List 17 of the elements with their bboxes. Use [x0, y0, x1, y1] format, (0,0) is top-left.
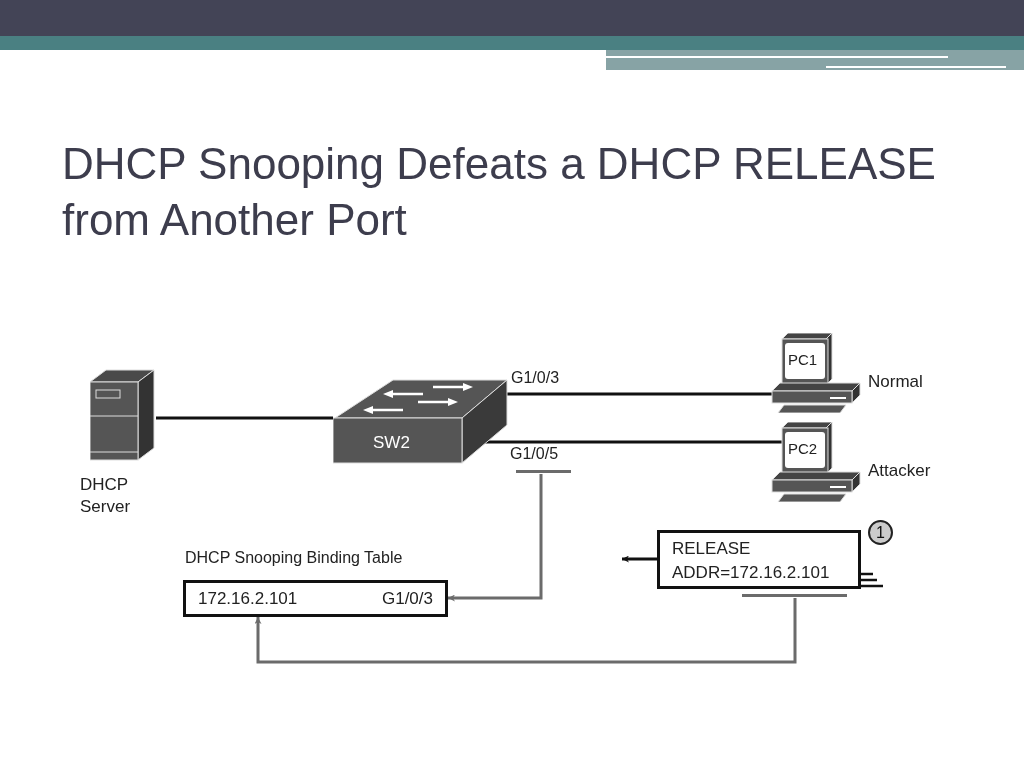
table-title: DHCP Snooping Binding Table [185, 550, 403, 566]
binding-table: 172.16.2.101 G1/0/3 [183, 580, 448, 617]
arrow [254, 598, 797, 664]
network-link [156, 416, 333, 420]
message-box: RELEASE ADDR=172.16.2.101 [657, 530, 861, 589]
port-label: G1/0/5 [510, 446, 559, 462]
arrow [622, 555, 657, 563]
pc-label: PC2 [788, 441, 818, 456]
arrow [448, 474, 543, 602]
network-link [507, 392, 772, 396]
role-label: Normal [868, 373, 923, 390]
slide-title: DHCP Snooping Defeats a DHCP RELEASE from Another Port [62, 138, 937, 246]
switch-label: SW2 [373, 434, 410, 451]
role-label: Attacker [868, 462, 931, 479]
port-label: G1/0/3 [511, 370, 560, 386]
pc-label: PC1 [788, 352, 818, 367]
node-label: DHCP Server [80, 474, 132, 518]
